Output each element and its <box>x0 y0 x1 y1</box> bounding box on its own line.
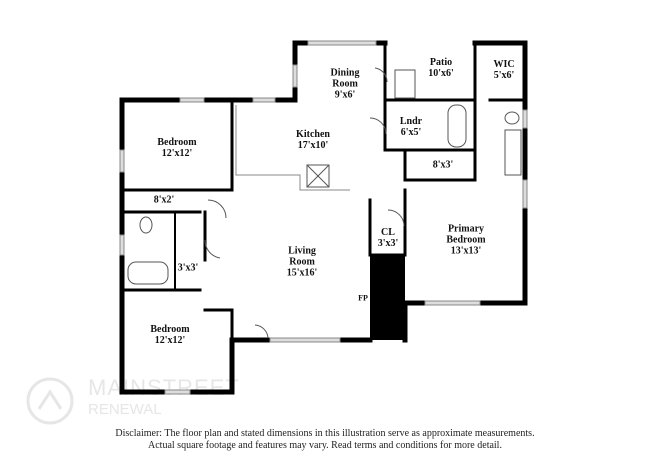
room-3x3: 3'x3' <box>177 262 199 274</box>
fireplace-label: FP <box>358 292 368 304</box>
logo-icon <box>26 377 74 425</box>
logo-brand: MAINSTREET <box>88 375 240 400</box>
room-8x2: 8'x2' <box>153 194 175 206</box>
room-8x3: 8'x3' <box>432 159 454 171</box>
logo-sub: RENEWAL <box>88 401 162 418</box>
patio-walls <box>383 41 477 102</box>
windows <box>119 40 528 395</box>
outer-wall-right <box>402 40 528 343</box>
logo-watermark: MAINSTREET RENEWAL <box>20 376 239 426</box>
fixtures <box>127 67 522 339</box>
disclaimer-line-2: Actual square footage and features may v… <box>148 440 502 451</box>
disclaimer: Disclaimer: The floor plan and stated di… <box>0 428 650 452</box>
laundry-walls <box>383 98 477 152</box>
fireplace-block <box>370 255 405 340</box>
disclaimer-line-1: Disclaimer: The floor plan and stated di… <box>115 428 535 439</box>
